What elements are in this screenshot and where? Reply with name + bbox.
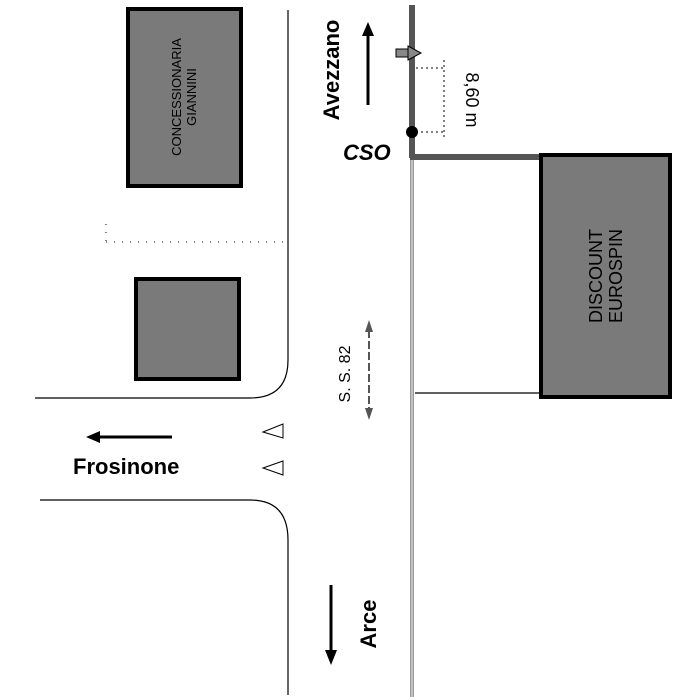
arce-label: Arce [356,600,381,649]
road-edges [35,10,540,695]
dotted-boundary [105,224,286,243]
discount-label-1: DISCOUNT [586,229,606,323]
road-edge-upper-left [35,10,289,399]
frosinone-label: Frosinone [73,454,179,479]
yield-triangles [261,423,284,476]
road-double-arrow-icon [365,320,373,420]
road-name-label: S. S. 82 [337,345,354,402]
concessionaria-label-1: CONCESSIONARIA [169,38,184,156]
distance-label: 8,60 m [462,72,482,127]
arce-arrow-icon [325,585,337,665]
avezzano-label: Avezzano [319,20,344,121]
discount-label-2: EUROSPIN [606,229,626,323]
yield-triangle-lower [261,460,284,476]
building-concessionaria: CONCESSIONARIA GIANNINI [126,7,243,188]
cso-label: CSO [343,140,391,165]
road-edge-lower-left [40,499,289,695]
building-discount-eurospin: DISCOUNT EUROSPIN [539,153,672,399]
distance-dimension [416,60,445,140]
avezzano-arrow-icon [362,22,374,105]
cso-point-marker [406,126,418,138]
concessionaria-label-2: GIANNINI [184,68,199,126]
building-square [134,277,241,381]
frosinone-arrow-icon [86,431,172,443]
sign-arrow-icon [395,45,423,61]
yield-triangle-upper [261,423,284,439]
